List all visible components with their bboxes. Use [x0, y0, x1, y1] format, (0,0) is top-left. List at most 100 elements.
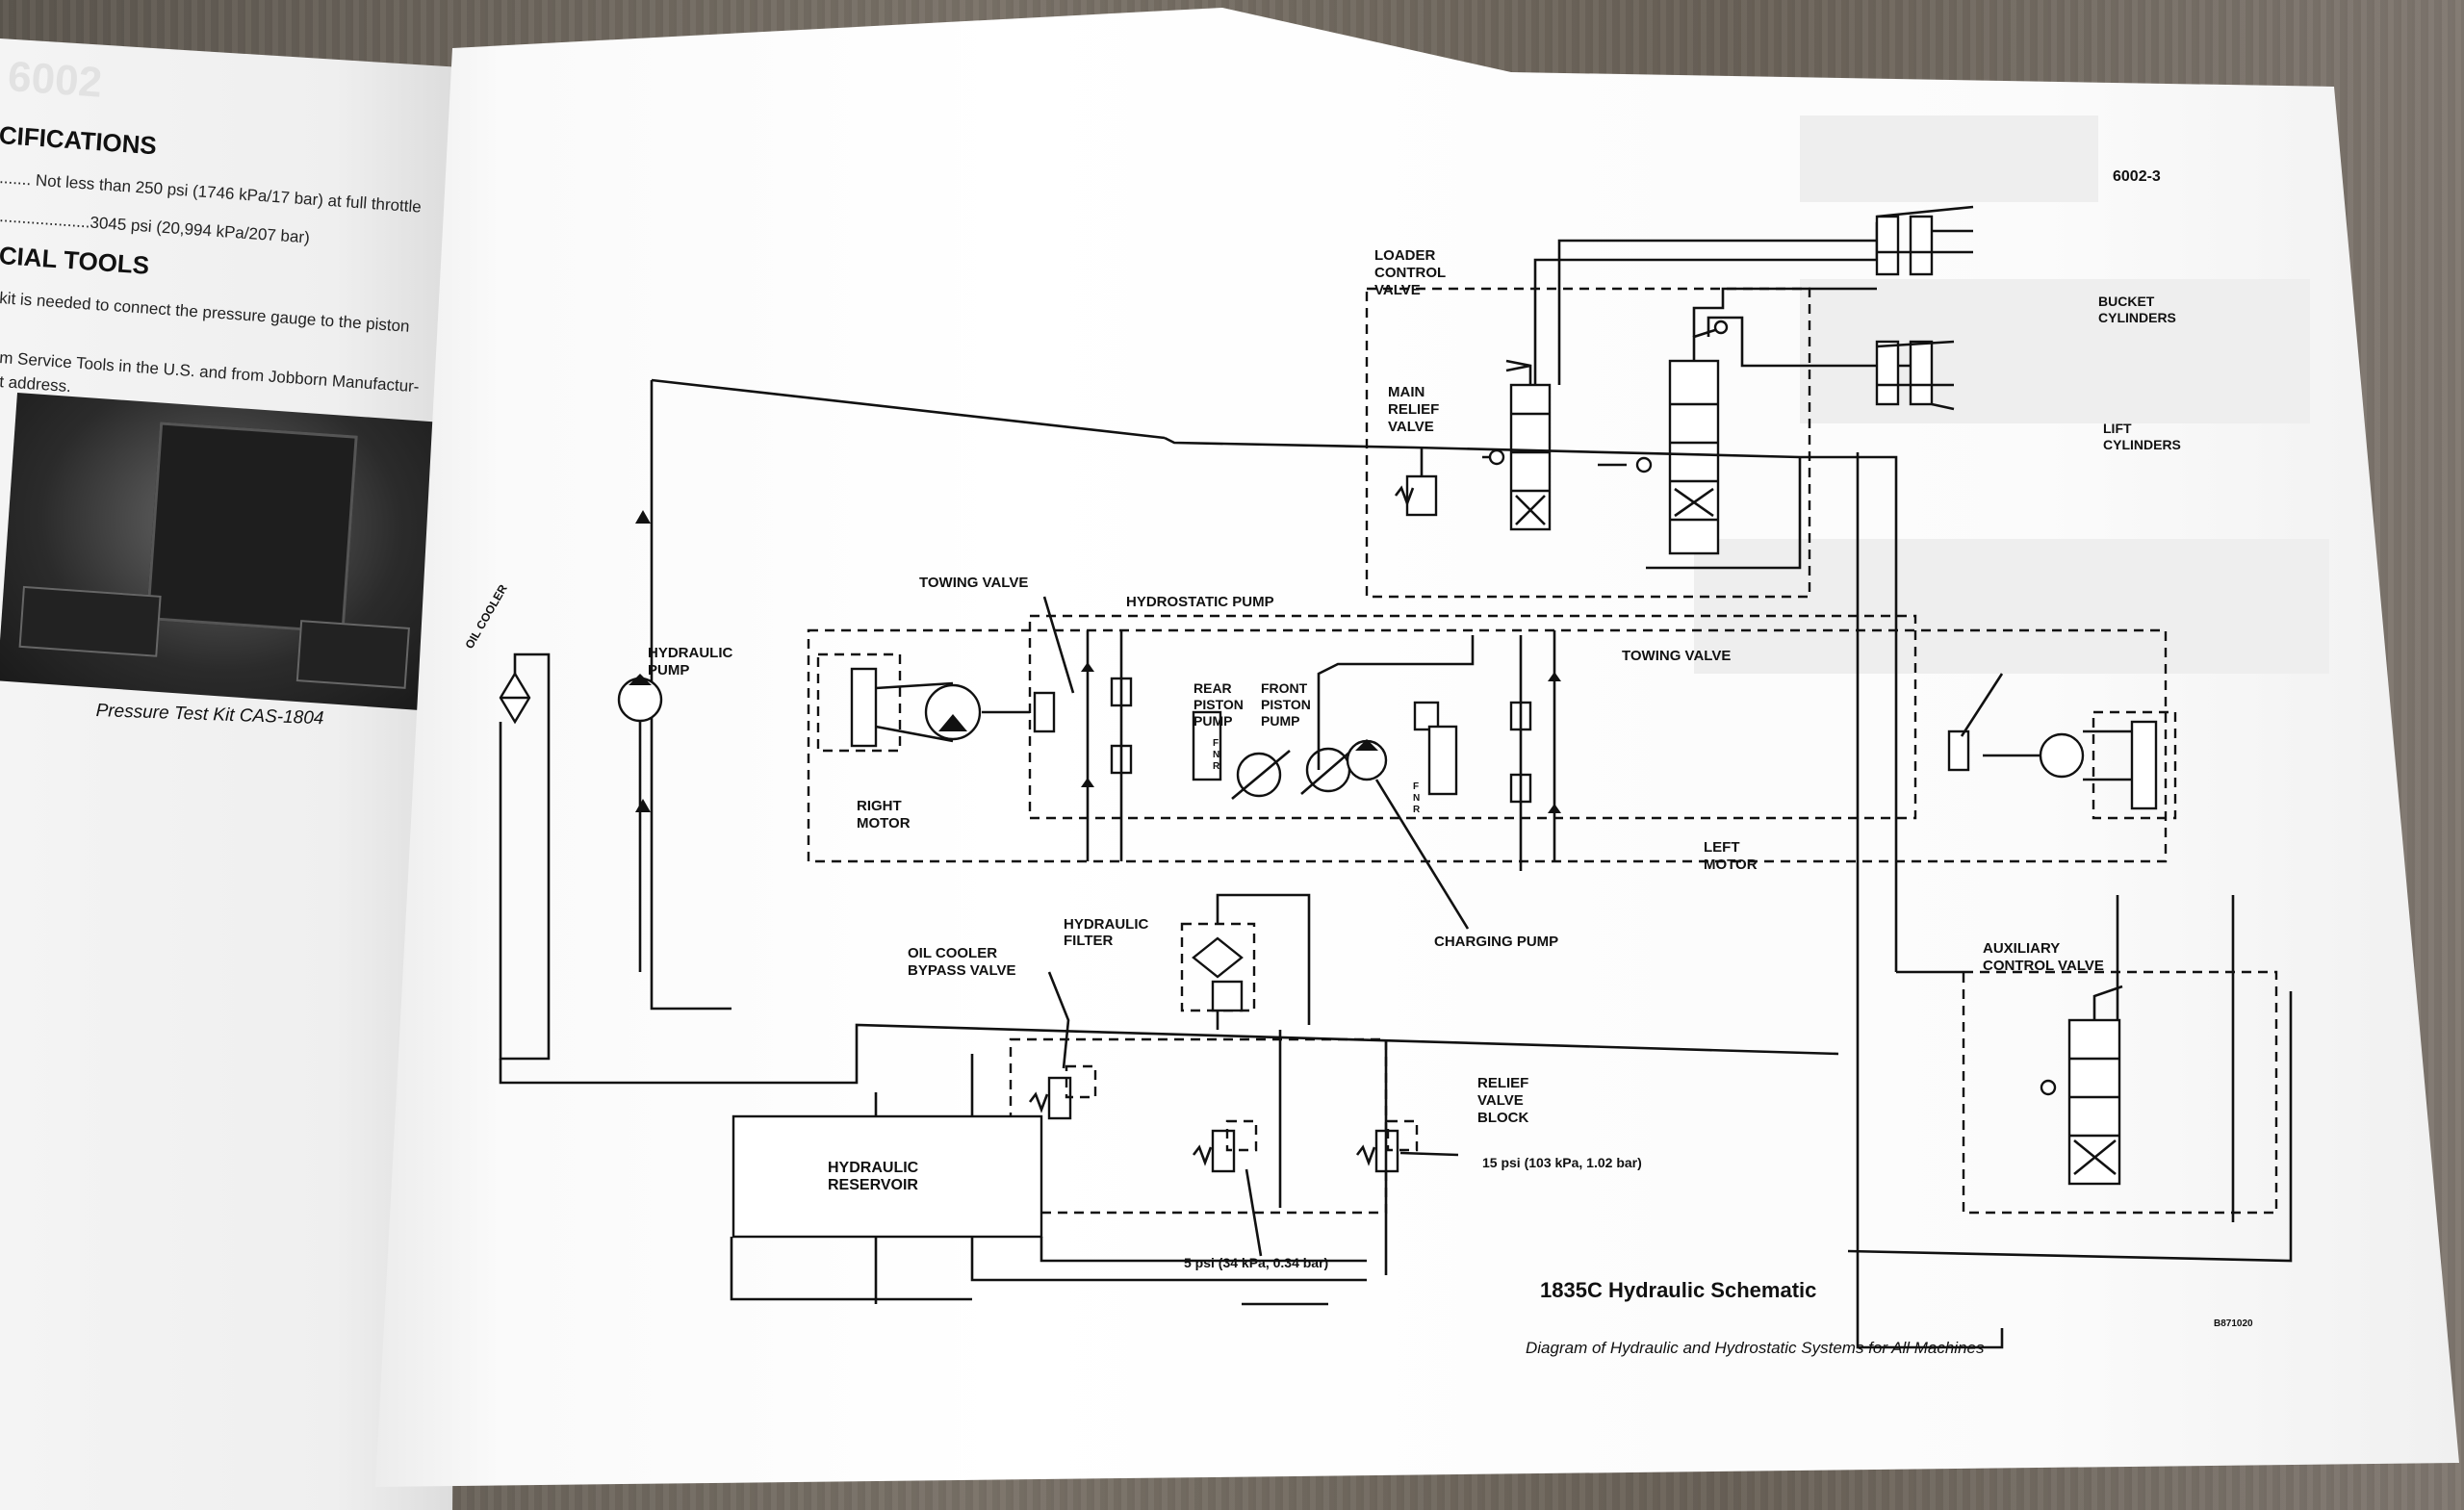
auxiliary-control-valve-label-2: CONTROL VALVE — [1983, 958, 2104, 974]
motor-arrow — [938, 714, 967, 731]
right-motor-symbol — [924, 683, 982, 741]
pressure-5psi-label: 5 psi (34 kPa, 0.34 bar) — [1184, 1255, 1328, 1270]
loader-spool-2 — [1668, 320, 1729, 555]
far-right-return-line — [1856, 452, 2004, 1349]
loader-spool-1 — [1505, 359, 1552, 531]
rear-piston-pump-label-1: REAR — [1194, 680, 1232, 696]
fnr-letter-r-front: R — [1413, 805, 1421, 815]
towing-valve-left-label: TOWING VALVE — [919, 575, 1028, 591]
flow-arrow — [635, 510, 651, 524]
fnr-letter-f-rear: F — [1213, 738, 1219, 749]
hydraulic-filter-label-2: FILTER — [1064, 933, 1114, 949]
main-relief-valve-label-1: MAIN — [1388, 384, 1424, 400]
left-motor-lines — [1983, 729, 2132, 781]
spec-line-2: ....................3045 psi (20,994 kPa… — [0, 207, 311, 247]
lift-cylinders-symbol — [1875, 340, 1955, 411]
bucket-cylinders-label-1: BUCKET — [2098, 294, 2155, 309]
aux-lines — [1847, 895, 2293, 1263]
main-relief-valve-symbol — [1394, 448, 1438, 517]
oil-cooler-loop — [499, 653, 551, 1061]
oil-cooler-bypass-valve-symbol — [1028, 971, 1097, 1120]
towing-valve-right-symbol — [1947, 729, 1970, 772]
oil-cooler-bypass-valve-label-2: BYPASS VALVE — [908, 962, 1016, 979]
left-motor-valve-box — [2092, 710, 2177, 820]
schematic-title: 1835C Hydraulic Schematic — [1540, 1278, 1816, 1302]
aux-spool-lines — [2069, 1057, 2119, 1176]
pump-to-loader-line — [1164, 436, 1416, 449]
main-relief-valve-label-2: RELIEF — [1388, 401, 1439, 418]
hydrostatic-pump-label: HYDROSTATIC PUMP — [1126, 594, 1274, 610]
spec-line-1: ....... Not less than 250 psi (1746 kPa/… — [0, 168, 423, 217]
photo-caption: Pressure Test Kit CAS-1804 — [95, 701, 324, 729]
rear-pump-swash — [1231, 750, 1291, 800]
15psi-relief-valve-symbol — [1355, 1119, 1459, 1173]
right-motor-label-2: MOTOR — [857, 815, 911, 832]
rear-piston-pump-label-3: PUMP — [1194, 713, 1232, 729]
lift-cylinders-label-1: LIFT — [2103, 421, 2132, 436]
hydraulic-reservoir-label-1: HYDRAULIC — [828, 1160, 919, 1176]
front-piston-pump-label-1: FRONT — [1261, 680, 1308, 696]
showthrough-block — [1800, 115, 2098, 202]
aux-check-valve — [2040, 1079, 2057, 1096]
front-piston-pump-label-3: PUMP — [1261, 713, 1299, 729]
front-pump-line — [1317, 635, 1475, 770]
oil-cooler-bypass-valve-label-1: OIL COOLER — [908, 945, 997, 961]
bucket-cylinders-symbol — [1875, 205, 1974, 276]
schematic-subtitle: Diagram of Hydraulic and Hydrostatic Sys… — [1526, 1339, 1985, 1357]
towing-valve-left-leader — [1042, 596, 1075, 694]
relief-valve-block-label-1: RELIEF — [1477, 1075, 1528, 1091]
hydrostatic-pump-boundary — [1028, 614, 1917, 820]
bucket-line-2 — [1557, 239, 1886, 385]
relief-valve-block-label-3: BLOCK — [1477, 1110, 1528, 1126]
charging-pump-leader — [1374, 779, 1470, 930]
auxiliary-control-spool — [2067, 1018, 2121, 1186]
specifications-heading: CIFICATIONS — [0, 120, 158, 161]
left-motor-label-2: MOTOR — [1704, 857, 1758, 873]
return-line-loader — [1646, 457, 1802, 570]
bucket-cylinders-label-2: CYLINDERS — [2098, 310, 2176, 325]
pump-arrow — [629, 674, 652, 685]
hydraulic-pump-label-2: PUMP — [648, 662, 689, 678]
auxiliary-control-valve-label-1: AUXILIARY — [1983, 940, 2060, 957]
gauge-tray-right — [295, 620, 410, 689]
tool-case-shape — [145, 422, 358, 634]
relief-valve-block-label-2: VALVE — [1477, 1092, 1524, 1109]
filter-lines — [1216, 893, 1311, 1030]
check-valve-2 — [1635, 456, 1653, 473]
hydrostatic-pump-valves — [1110, 677, 1532, 804]
pressure-test-kit-photo — [0, 393, 440, 710]
faint-section-number: 6002 — [6, 53, 104, 107]
hydraulic-reservoir-tank — [732, 1114, 1043, 1239]
tools-text-1: kit is needed to connect the pressure ga… — [0, 289, 411, 336]
loader-control-valve-label-3: VALVE — [1374, 282, 1421, 298]
flow-arrow — [635, 799, 651, 812]
showthrough-block — [1694, 539, 2329, 674]
loader-control-valve-label-2: CONTROL — [1374, 265, 1446, 281]
page-number: 6002-3 — [2113, 168, 2161, 185]
5psi-relief-valve-symbol — [1192, 1119, 1263, 1257]
fnr-letter-n-rear: N — [1213, 750, 1219, 760]
special-tools-heading: CIAL TOOLS — [0, 241, 151, 280]
towing-valve-right-label: TOWING VALVE — [1622, 648, 1731, 664]
filter-bypass-valve — [1211, 980, 1244, 1012]
top-pump-line — [651, 378, 1166, 440]
pressure-15psi-label: 15 psi (103 kPa, 1.02 bar) — [1482, 1155, 1642, 1170]
fnr-letter-r-rear: R — [1213, 761, 1220, 772]
figure-code: B871020 — [2214, 1318, 2253, 1329]
loader-control-valve-boundary — [1365, 287, 1811, 599]
loader-control-valve-label-1: LOADER — [1374, 247, 1436, 264]
fnr-letter-f-front: F — [1413, 781, 1419, 792]
aux-lever — [2092, 985, 2123, 1020]
front-piston-pump-label-2: PISTON — [1261, 697, 1311, 712]
left-main-line — [650, 380, 732, 1011]
main-return-line — [499, 1023, 1839, 1085]
pressure-line-loader — [1414, 446, 1898, 972]
hydraulic-filter-symbol — [1192, 936, 1244, 979]
fnr-letter-n-front: N — [1413, 793, 1420, 804]
gauge-tray-left — [18, 585, 162, 657]
right-page: LOADER CONTROL VALVE MAIN RELIEF VALVE 6… — [375, 8, 2459, 1487]
left-motor-shuttle-valve — [2130, 720, 2158, 810]
left-page: 6002 CIFICATIONS ....... Not less than 2… — [0, 38, 462, 1510]
hydrostatic-vertical-lines — [1086, 630, 1556, 871]
hydraulic-pump-label-1: HYDRAULIC — [648, 645, 732, 661]
